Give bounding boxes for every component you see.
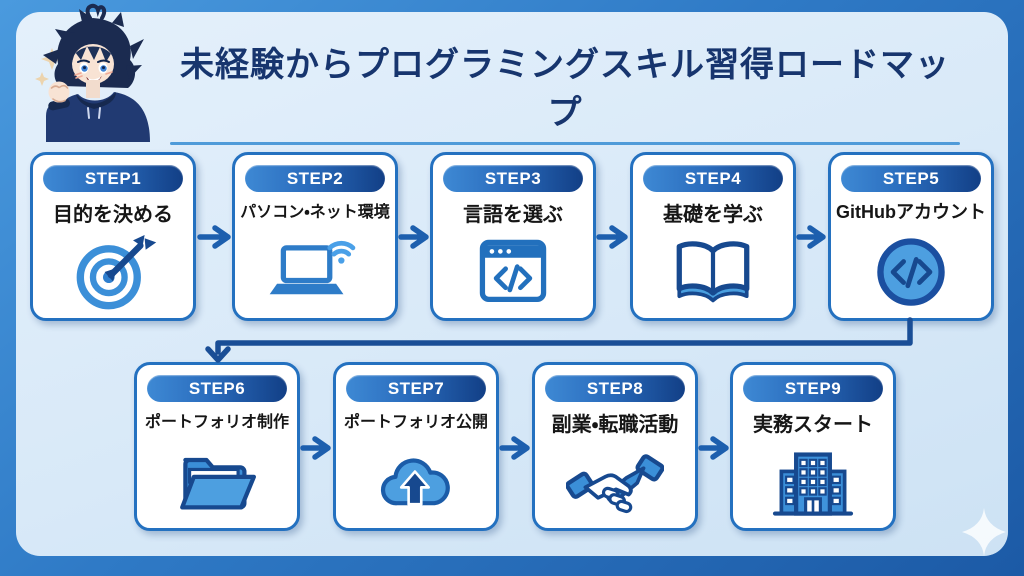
step-badge: STEP8 [545,375,685,402]
step-badge: STEP2 [245,165,385,192]
step-badge: STEP9 [743,375,883,402]
cloud-upload-icon [380,458,450,506]
step-label: 言語を選ぶ [463,204,563,226]
step-label: ポートフォリオ公開 [343,414,488,431]
step-label: 副業・転職活動 [551,414,679,436]
step-card-9: STEP9 実務スタート [730,362,896,531]
step-card-3: STEP3 言語を選ぶ [430,152,596,321]
step-badge: STEP4 [643,165,783,192]
step-card-1: STEP1 目的を決める [30,152,196,321]
step-badge: STEP3 [443,165,583,192]
step-badge: STEP7 [346,375,486,402]
code-circle-icon [877,238,945,306]
sparkle-icon [962,508,1006,556]
anime-boy-avatar [35,3,150,142]
code-window-icon [479,239,547,302]
step-badge: STEP5 [841,165,981,192]
office-building-icon [772,451,854,516]
laptop-wifi-icon [269,240,356,295]
step-card-6: STEP6 ポートフォリオ制作 [134,362,300,531]
step-badge: STEP1 [43,165,183,192]
step-label: パソコン・ネット環境 [240,204,390,221]
step-label: GitHubアカウント [836,202,986,222]
handshake-icon [566,453,664,513]
open-book-icon [676,240,750,302]
step-card-2: STEP2 パソコン・ネット環境 [232,152,398,321]
page-title: 未経験からプログラミングスキル習得ロードマップ [180,46,950,132]
header: 未経験からプログラミングスキル習得ロードマップ [170,42,960,146]
target-dart-icon [76,234,157,309]
open-folder-icon [180,457,256,510]
step-label: 実務スタート [753,414,873,436]
title-underline [170,142,960,146]
step-label: 基礎を学ぶ [663,204,763,226]
step-label: ポートフォリオ制作 [144,414,289,431]
step-badge: STEP6 [147,375,287,402]
step-card-7: STEP7 ポートフォリオ公開 [333,362,499,531]
step-card-4: STEP4 基礎を学ぶ [630,152,796,321]
step-label: 目的を決める [53,204,173,226]
step-card-5: STEP5 GitHubアカウント [828,152,994,321]
step-card-8: STEP8 副業・転職活動 [532,362,698,531]
